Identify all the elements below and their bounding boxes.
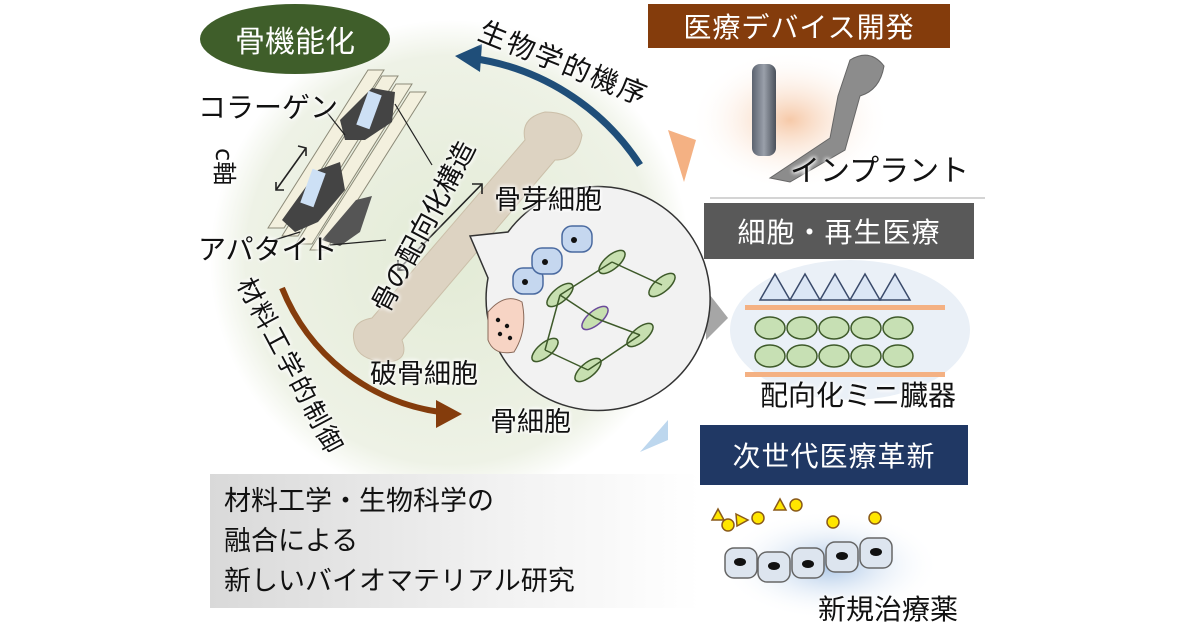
c-axis-arrow (275, 145, 307, 191)
gray-pointer (706, 290, 728, 340)
drug-molecules (710, 497, 882, 532)
regenerative-medicine-heading: 細胞・再生医療 (704, 203, 974, 259)
organoid-caption: 配向化ミニ臓器 (760, 379, 957, 412)
implant-caption: インプラント (790, 154, 970, 189)
crystal-lattice (356, 90, 382, 130)
c-axis-label: c軸 (210, 148, 238, 186)
summary-line: 新しいバイオマテリアル研究 (224, 566, 575, 597)
peach-pointer (668, 130, 696, 182)
osteoblast-label: 骨芽細胞 (494, 185, 602, 216)
apatite-crystal (322, 196, 372, 246)
osteoclast-label: 破骨細胞 (370, 359, 478, 390)
materials-arrow-head (436, 400, 462, 428)
osteoblast-cells (512, 225, 593, 295)
dental-implant (752, 64, 776, 156)
collagen-layer (745, 372, 945, 377)
magnified-callout (468, 185, 711, 412)
osteocyte-label: 骨細胞 (490, 407, 571, 438)
collagen-label: コラーゲン (198, 91, 339, 124)
orientation-arrow (397, 183, 483, 271)
bone-functionalization-title: 骨機能化 (200, 4, 390, 74)
crystal-lattice (300, 168, 326, 208)
new-drug-caption: 新規治療薬 (818, 593, 959, 626)
blue-pointer (640, 420, 668, 452)
apatite-label: アパタイト (198, 233, 338, 266)
collagen-layer (745, 305, 945, 310)
summary-line: 材料工学・生物科学の (224, 486, 494, 517)
biological-arrow-head (455, 44, 482, 72)
organoid-green-cells (754, 316, 914, 368)
organoid-top-layer (758, 272, 912, 301)
summary-box: 材料工学・生物科学の 融合による 新しいバイオマテリアル研究 (210, 474, 700, 608)
medical-device-heading: 医療デバイス開発 (648, 4, 950, 48)
femur-bone (352, 111, 583, 363)
implant-glow (690, 50, 890, 190)
materials-control-arrow (279, 286, 441, 415)
summary-line: 融合による (224, 526, 359, 557)
next-gen-medicine-heading: 次世代医療革新 (700, 425, 968, 485)
organoid-glow (730, 260, 970, 400)
hip-implant (768, 54, 885, 183)
biological-mechanism-arrow (469, 54, 643, 167)
